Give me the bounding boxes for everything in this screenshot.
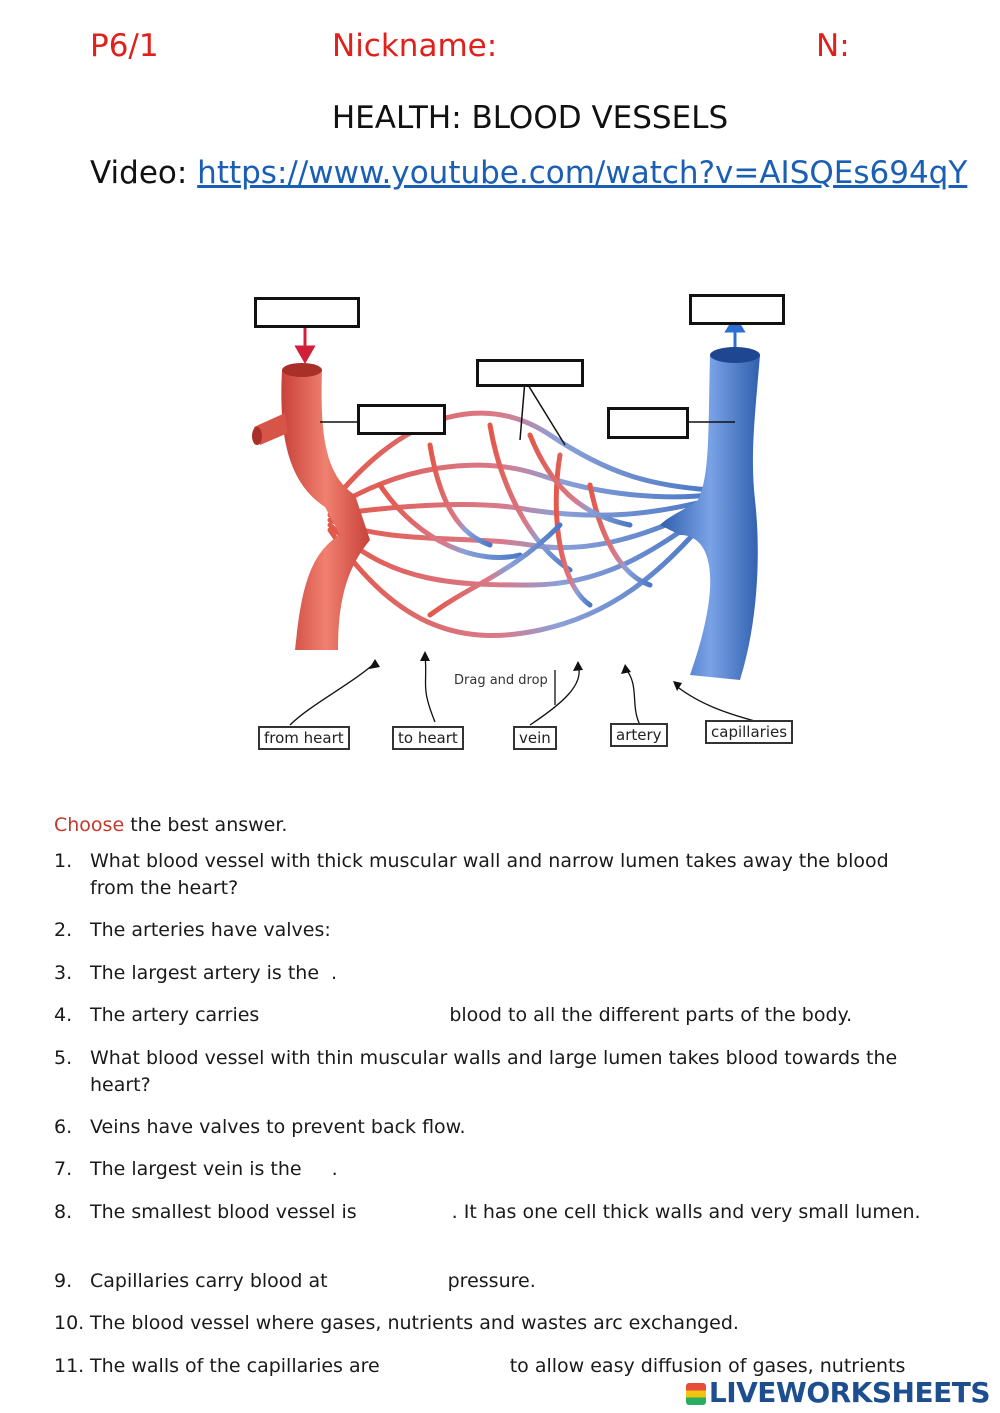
page-title: HEALTH: BLOOD VESSELS — [331, 100, 729, 136]
class-label: P6/1 — [90, 28, 159, 64]
blood-vessel-diagram — [252, 315, 771, 726]
question-1: 1. What blood vessel with thick muscular… — [54, 848, 934, 904]
vein-illustration — [660, 347, 760, 680]
number-label: N: — [816, 28, 850, 64]
drop-box-top-left[interactable] — [254, 297, 360, 328]
choice-capillaries[interactable]: capillaries — [705, 720, 794, 744]
drop-box-center[interactable] — [476, 359, 584, 387]
drop-box-top-right[interactable] — [689, 294, 785, 325]
flow-arrow-in — [294, 325, 316, 365]
question-text: Veins have valves to prevent back flow. — [90, 1116, 466, 1138]
instructions: Choose the best answer. — [54, 814, 287, 836]
instructions-highlight: Choose — [54, 814, 125, 836]
nickname-label: Nickname: — [332, 28, 498, 64]
question-text: What blood vessel with thin muscular wal… — [90, 1047, 898, 1096]
video-label: Video: — [90, 155, 188, 191]
artery-illustration — [252, 363, 370, 650]
question-8: 8. The smallest blood vessel is. It has … — [54, 1199, 934, 1255]
video-row: Video: https://www.youtube.com/watch?v=A… — [90, 155, 967, 191]
answer-blank[interactable] — [259, 1009, 449, 1029]
capillary-network — [327, 410, 713, 639]
question-text: The blood vessel where gases, nutrients … — [90, 1312, 739, 1334]
answer-blank[interactable] — [328, 1275, 448, 1295]
drop-box-left[interactable] — [357, 404, 446, 435]
choice-vein[interactable]: vein — [513, 726, 557, 750]
drop-box-right[interactable] — [607, 407, 689, 439]
liveworksheets-logo-icon — [685, 1383, 706, 1405]
question-text: What blood vessel with thick muscular wa… — [90, 850, 889, 899]
answer-blank[interactable] — [302, 1163, 332, 1183]
choice-from-heart[interactable]: from heart — [258, 726, 350, 750]
choice-artery[interactable]: artery — [610, 723, 668, 747]
choice-to-heart[interactable]: to heart — [392, 726, 464, 750]
answer-blank[interactable] — [319, 967, 331, 987]
question-5: 5. What blood vessel with thin muscular … — [54, 1045, 934, 1101]
drag-hint: Drag and drop — [454, 673, 548, 688]
question-text: The arteries have valves: — [90, 919, 331, 941]
video-link[interactable]: https://www.youtube.com/watch?v=AISQEs69… — [197, 155, 968, 191]
answer-blank[interactable] — [380, 1360, 510, 1380]
instructions-text: the best answer. — [124, 814, 288, 836]
answer-blank[interactable] — [357, 1206, 452, 1226]
liveworksheets-logo: LIVEWORKSHEETS — [685, 1376, 991, 1409]
